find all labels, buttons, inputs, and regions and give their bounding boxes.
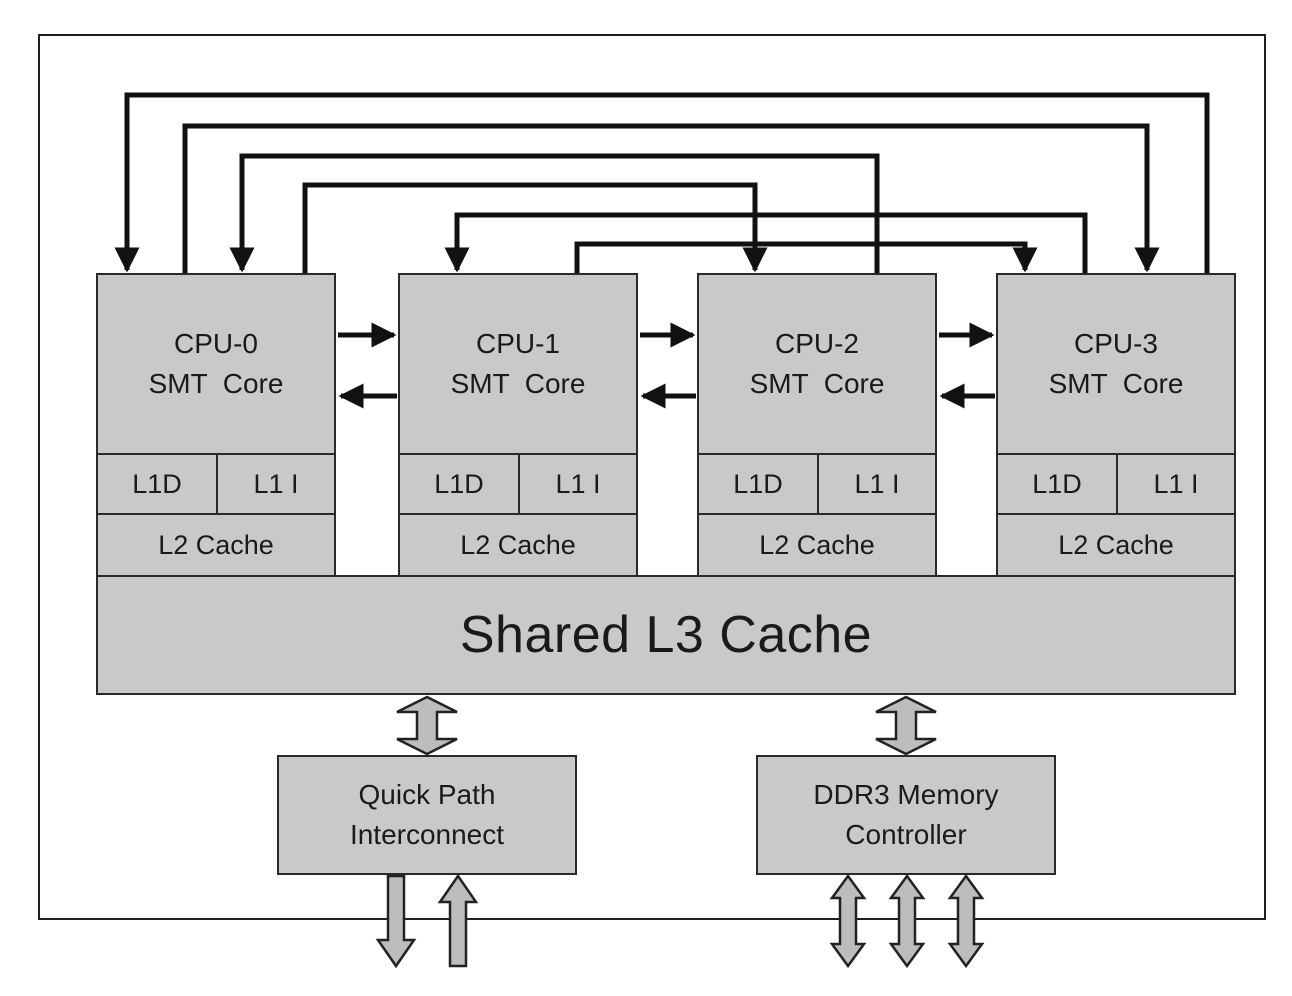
cpu-3-label: CPU-3 SMT Core [1048, 328, 1184, 399]
cpu-2-label: CPU-2 SMT Core [749, 328, 885, 399]
quick-path-interconnect-block: Quick Path Interconnect [277, 755, 577, 875]
cpu-1-core-block: CPU-1 SMT Core [398, 273, 638, 455]
diagram-frame [38, 34, 1266, 920]
cpu-0-label: CPU-0 SMT Core [148, 328, 284, 399]
cpu-1-l1d: L1D [398, 453, 520, 515]
cpu-2-core-block: CPU-2 SMT Core [697, 273, 937, 455]
cpu-1-label: CPU-1 SMT Core [450, 328, 586, 399]
cpu-3-core-block: CPU-3 SMT Core [996, 273, 1236, 455]
shared-l3-cache: Shared L3 Cache [96, 575, 1236, 695]
cpu-2-l1d: L1D [697, 453, 819, 515]
cpu-0-core-block: CPU-0 SMT Core [96, 273, 336, 455]
cpu-0-l1d: L1D [96, 453, 218, 515]
cpu-2-l2-cache: L2 Cache [697, 513, 937, 577]
cpu-2-l1i: L1 I [817, 453, 937, 515]
ddr3-memory-controller-block: DDR3 Memory Controller [756, 755, 1056, 875]
cpu-3-l1i: L1 I [1116, 453, 1236, 515]
cpu-1-l1i: L1 I [518, 453, 638, 515]
cpu-3-l1d: L1D [996, 453, 1118, 515]
qpi-label: Quick Path Interconnect [349, 779, 505, 850]
cpu-3-l2-cache: L2 Cache [996, 513, 1236, 577]
cpu-1-l2-cache: L2 Cache [398, 513, 638, 577]
memctrl-label: DDR3 Memory Controller [813, 779, 999, 850]
cpu-0-l1i: L1 I [216, 453, 336, 515]
cpu-0-l2-cache: L2 Cache [96, 513, 336, 577]
